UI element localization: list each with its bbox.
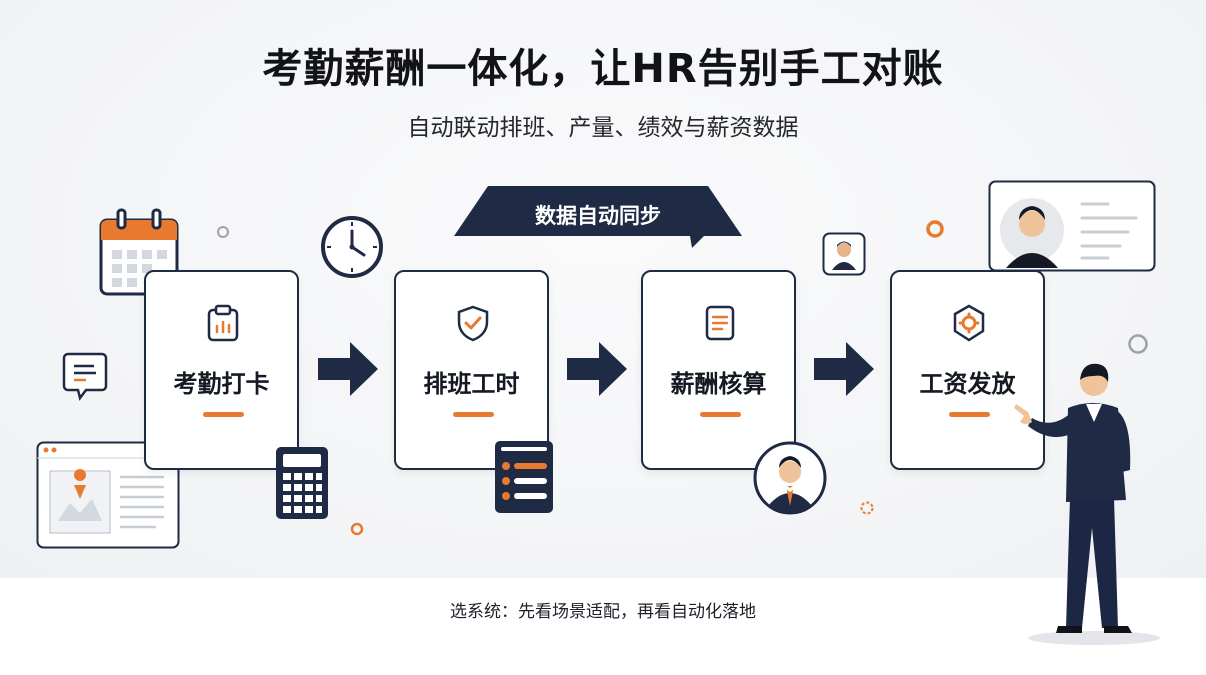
step-card-attendance: 考勤打卡 — [144, 270, 299, 470]
banner-label: 数据自动同步 — [535, 204, 661, 228]
step-card-payout: 工资发放 — [890, 270, 1045, 470]
accent-bar — [700, 412, 741, 417]
orange-ring-icon — [350, 522, 364, 536]
arrow-right-icon — [814, 342, 874, 396]
step-label: 考勤打卡 — [173, 370, 270, 398]
checklist-device-icon — [495, 441, 553, 513]
arrow-right-icon — [567, 342, 627, 396]
dashed-ring-icon — [860, 501, 874, 515]
footer-band — [0, 578, 1206, 675]
accent-bar — [453, 412, 494, 417]
dot-ring-icon — [217, 226, 229, 238]
shield-gear-icon — [953, 304, 985, 342]
step-card-payroll: 薪酬核算 — [641, 270, 796, 470]
clipboard-chart-icon — [207, 304, 239, 342]
step-card-scheduling: 排班工时 — [394, 270, 549, 470]
page-title: 考勤薪酬一体化，让HR告别手工对账 — [262, 46, 944, 92]
dot-ring-icon — [1128, 334, 1148, 354]
profile-card — [988, 180, 1156, 272]
chat-bubble-icon — [62, 352, 108, 401]
accent-bar — [203, 412, 244, 417]
businessman-figure — [1014, 363, 1160, 645]
clock-icon — [321, 216, 383, 278]
shield-check-icon — [457, 305, 489, 342]
calculator-icon — [276, 447, 328, 519]
avatar-icon — [822, 232, 866, 276]
document-icon — [705, 305, 735, 341]
employee-avatar — [753, 441, 827, 515]
footer-tagline: 选系统：先看场景适配，再看自动化落地 — [450, 602, 756, 622]
orange-ring-icon — [926, 220, 944, 238]
step-label: 工资发放 — [919, 370, 1016, 398]
step-label: 排班工时 — [423, 370, 520, 398]
arrow-right-icon — [318, 342, 378, 396]
browser-window-icon — [36, 441, 180, 549]
page-subtitle: 自动联动排班、产量、绩效与薪资数据 — [407, 115, 799, 141]
accent-bar — [949, 412, 990, 417]
banner-shape — [454, 186, 742, 248]
step-label: 薪酬核算 — [670, 370, 767, 398]
